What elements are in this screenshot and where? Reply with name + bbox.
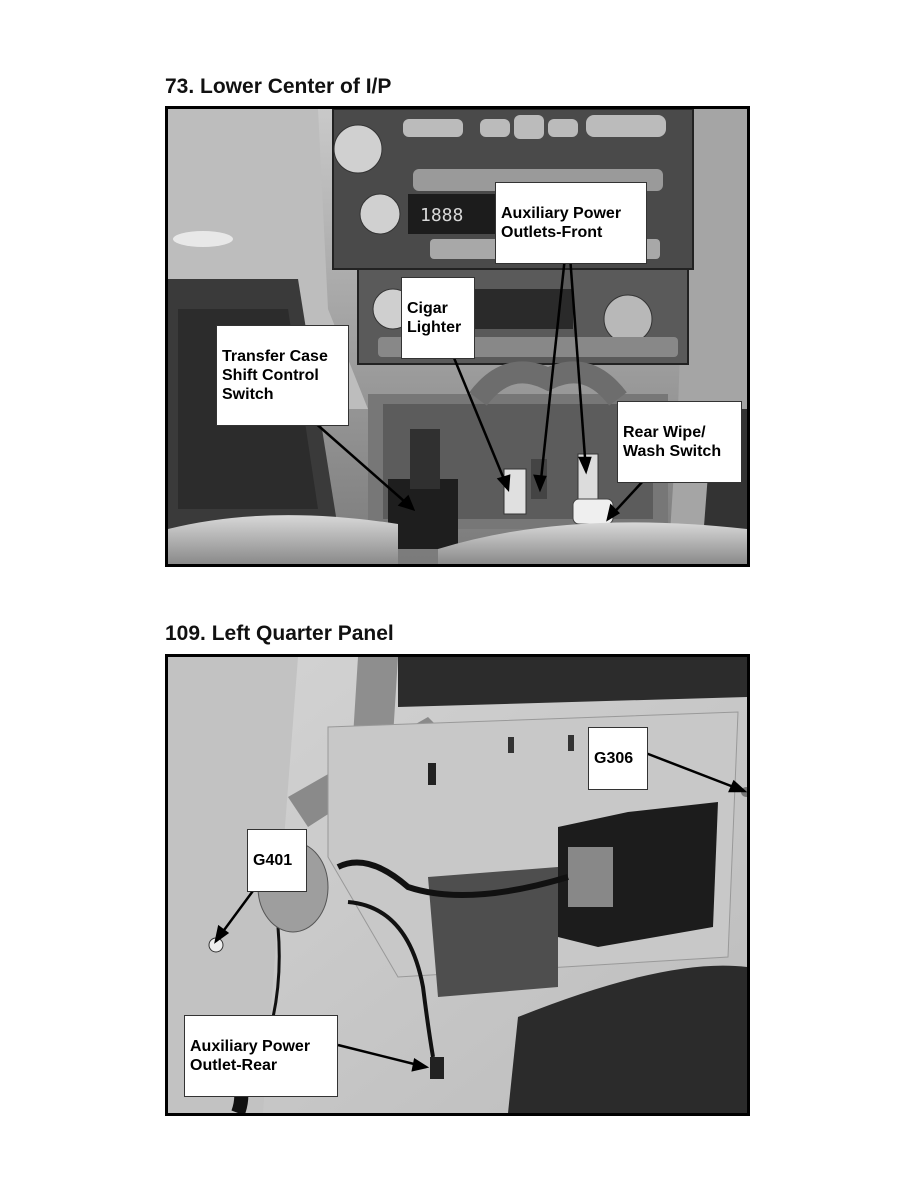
figure-109-title: 109. Left Quarter Panel (165, 622, 394, 645)
leader-lines-2 (214, 750, 747, 1072)
label-g401: G401 (247, 829, 307, 892)
radio-display-text: 1888 (420, 205, 463, 226)
photo-lower-center-ip: 1888 (165, 106, 750, 567)
figure-73-title: 73. Lower Center of I/P (165, 75, 392, 98)
label-rear-wipe-wash-switch: Rear Wipe/Wash Switch (617, 401, 742, 483)
label-g306: G306 (588, 727, 648, 790)
